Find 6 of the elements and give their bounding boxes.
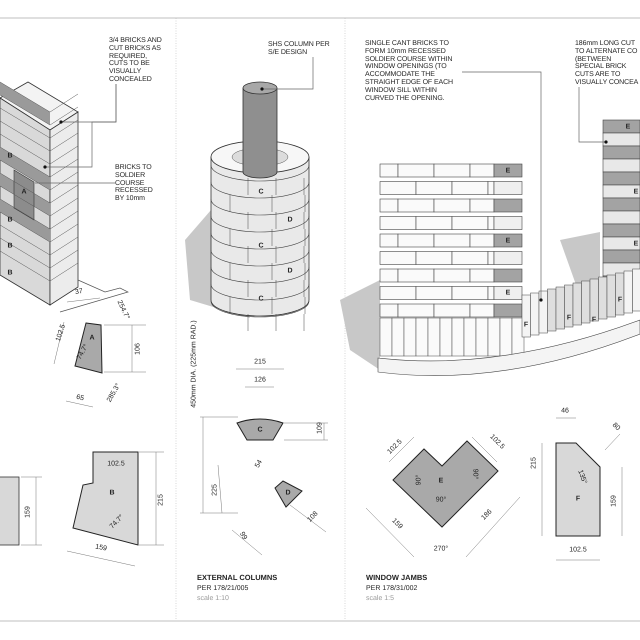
curved-brick-wall-drawing xyxy=(340,120,640,376)
leader-line xyxy=(43,84,116,169)
leader-line xyxy=(462,72,543,302)
leader-line xyxy=(34,182,116,184)
leader-line xyxy=(260,56,314,91)
leader-line xyxy=(578,86,608,144)
